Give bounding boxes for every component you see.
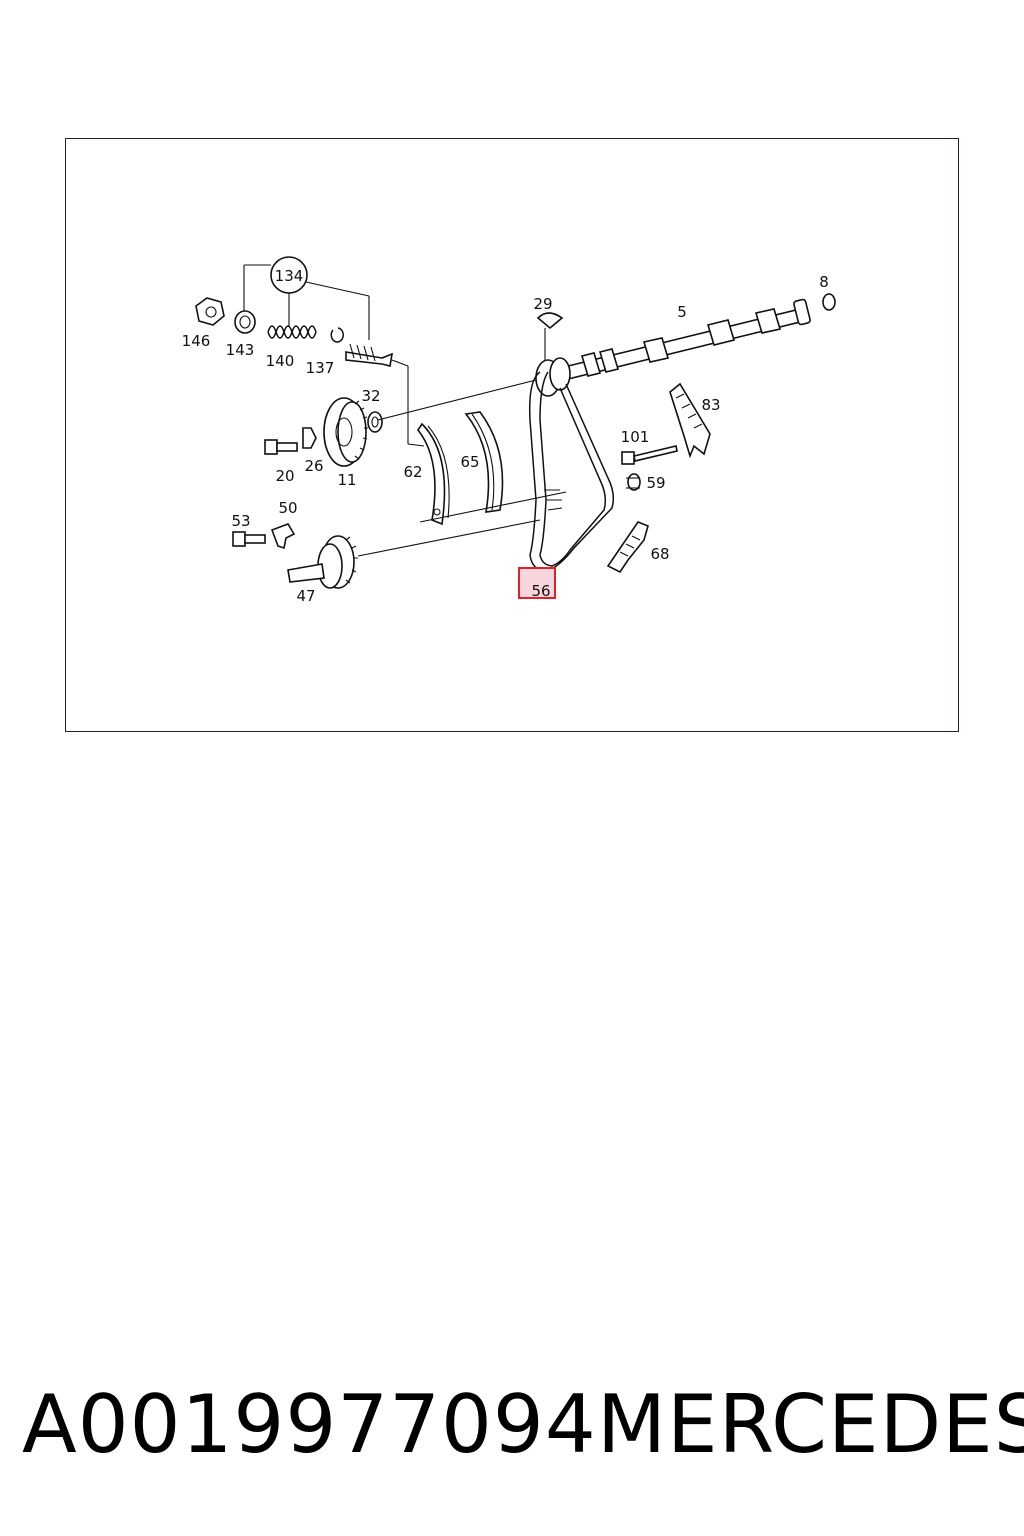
callout-134-leaders bbox=[243, 256, 370, 340]
callout-11: 11 bbox=[337, 471, 356, 489]
guide-rail-68 bbox=[606, 521, 649, 574]
callout-59: 59 bbox=[646, 474, 665, 492]
tensioner-plunger bbox=[345, 343, 394, 367]
callout-5: 5 bbox=[677, 303, 687, 321]
guide-rail-65 bbox=[464, 411, 504, 513]
callout-134: 134 bbox=[275, 267, 304, 285]
parts-diagram: 134 146 143 140 137 32 29 5 8 83 101 59 … bbox=[182, 256, 836, 605]
callout-146: 146 bbox=[182, 332, 211, 350]
diagram-frame bbox=[65, 138, 959, 732]
callout-56-highlight[interactable]: 56 bbox=[518, 567, 556, 600]
clip-137 bbox=[330, 327, 344, 343]
highlight-box bbox=[518, 567, 556, 599]
nut-146 bbox=[195, 297, 225, 326]
guide-rail-62 bbox=[417, 422, 450, 526]
sprocket-11 bbox=[323, 397, 368, 467]
callout-83: 83 bbox=[701, 396, 720, 414]
bolt-20 bbox=[264, 439, 298, 455]
callout-26: 26 bbox=[304, 457, 323, 475]
callout-56: 56 bbox=[531, 582, 550, 600]
timing-chain-56 bbox=[528, 371, 615, 573]
callout-47: 47 bbox=[296, 587, 315, 605]
callout-140: 140 bbox=[266, 352, 295, 370]
brand-name: MERCEDES bbox=[597, 1378, 1024, 1471]
callout-29: 29 bbox=[533, 295, 552, 313]
callout-20: 20 bbox=[275, 467, 294, 485]
callout-101: 101 bbox=[621, 428, 650, 446]
footer: A0019977094 MERCEDES bbox=[0, 1370, 1024, 1480]
callout-137: 137 bbox=[306, 359, 335, 377]
camshaft-sprocket bbox=[535, 357, 571, 397]
callout-65: 65 bbox=[460, 453, 479, 471]
bracket-50 bbox=[270, 523, 296, 550]
bolt-101 bbox=[621, 445, 678, 465]
callout-68: 68 bbox=[650, 545, 669, 563]
nut-26 bbox=[302, 427, 317, 449]
washer-32 bbox=[367, 411, 383, 433]
washer-143 bbox=[234, 310, 256, 334]
callout-62: 62 bbox=[403, 463, 422, 481]
key-29 bbox=[536, 312, 564, 330]
part-number: A0019977094 bbox=[22, 1378, 597, 1471]
callout-50: 50 bbox=[278, 499, 297, 517]
sprocket-47 bbox=[287, 535, 358, 589]
spring-140 bbox=[267, 325, 317, 339]
plug-8 bbox=[822, 293, 836, 311]
camshaft-5 bbox=[558, 298, 811, 381]
callout-143: 143 bbox=[226, 341, 255, 359]
callout-32: 32 bbox=[361, 387, 380, 405]
master-link-59 bbox=[626, 473, 641, 491]
callout-53: 53 bbox=[231, 512, 250, 530]
callout-8: 8 bbox=[819, 273, 829, 291]
chain-rail-83 bbox=[669, 382, 711, 459]
bolt-53 bbox=[232, 531, 266, 547]
